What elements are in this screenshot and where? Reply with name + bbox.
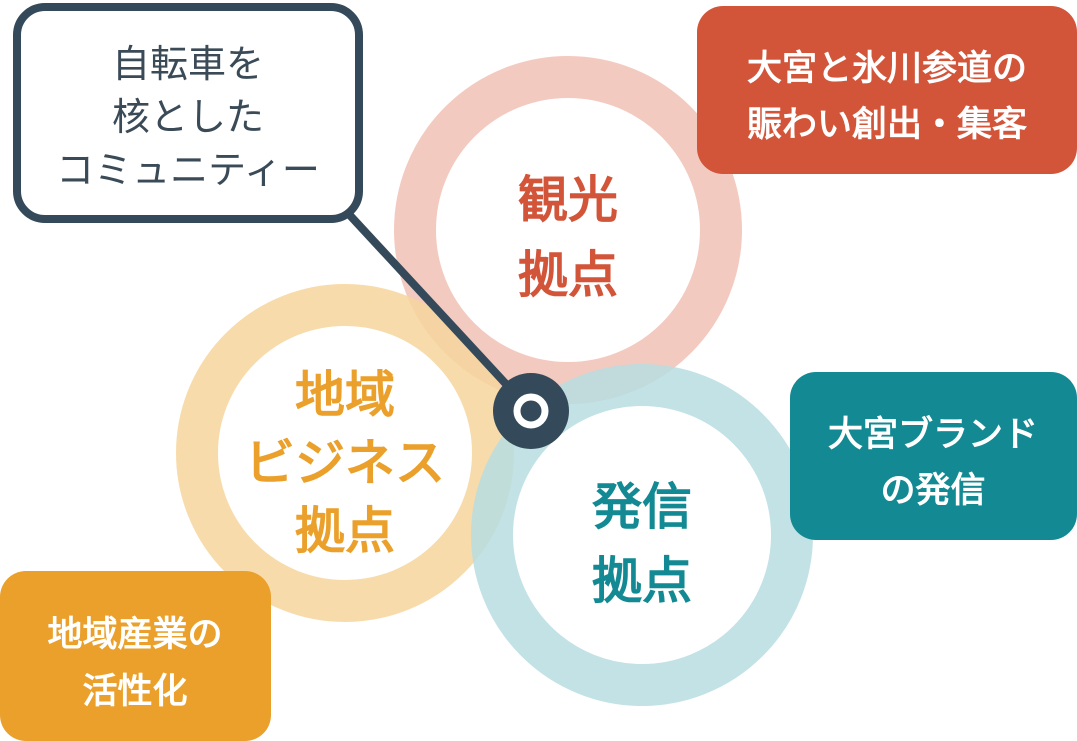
ring-tourism-label-line2: 拠点 bbox=[518, 246, 618, 304]
ring-broadcast-label-line1: 発信 bbox=[592, 478, 692, 536]
ring-business-label-line3: 拠点 bbox=[295, 502, 395, 560]
ring-business-label-line2: ビジネス bbox=[245, 434, 445, 492]
callout-tourism-line2: 賑わい創出・集客 bbox=[747, 104, 1027, 145]
core-line3: コミュニティー bbox=[56, 148, 320, 192]
callout-business-box bbox=[0, 571, 271, 741]
ring-business-label-line1: 地域 bbox=[295, 366, 395, 424]
callout-broadcast: 大宮ブランド の発信 bbox=[790, 372, 1077, 540]
callout-tourism: 大宮と氷川参道の 賑わい創出・集客 bbox=[697, 6, 1077, 174]
callout-broadcast-line2: の発信 bbox=[880, 471, 985, 511]
ring-broadcast-label-line2: 拠点 bbox=[592, 552, 692, 610]
callout-business: 地域産業の 活性化 bbox=[0, 571, 271, 741]
callout-tourism-box bbox=[697, 6, 1077, 174]
callout-broadcast-box bbox=[790, 372, 1077, 540]
callout-broadcast-line1: 大宮ブランド bbox=[828, 414, 1038, 455]
hub-circle bbox=[493, 373, 569, 449]
center-hub bbox=[493, 373, 569, 449]
ring-tourism-label-line1: 観光 bbox=[518, 171, 618, 229]
core-concept-box: 自転車を 核とした コミュニティー bbox=[13, 3, 363, 223]
core-line2: 核とした bbox=[112, 95, 264, 139]
core-line1: 自転車を bbox=[112, 42, 264, 86]
ring-broadcast-circle bbox=[471, 364, 813, 706]
callout-tourism-line1: 大宮と氷川参道の bbox=[747, 49, 1027, 89]
connector-line bbox=[341, 206, 534, 414]
ring-broadcast bbox=[471, 364, 813, 706]
callout-business-line2: 活性化 bbox=[82, 672, 187, 712]
hub-ring-icon bbox=[513, 393, 549, 429]
callout-business-line1: 地域産業の bbox=[47, 615, 222, 655]
core-box-frame bbox=[13, 3, 363, 223]
